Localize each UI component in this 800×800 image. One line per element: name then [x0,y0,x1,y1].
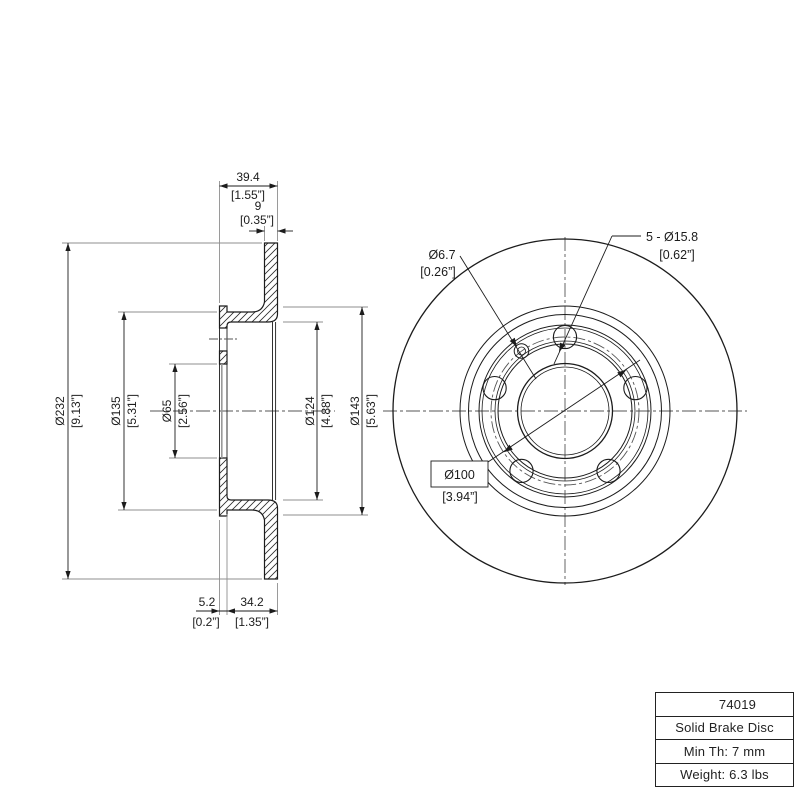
hat-outer-circle [459,305,671,517]
front-view-labels: Ø6.7 [0.26”] 5 - Ø15.8 [0.62”] Ø100 [3.9… [420,230,698,504]
dim-wall-and-depth: 5.2 [0.2”] 34.2 [1.35”] [192,514,278,629]
dim-hat-outer-diameter: Ø143 [5.63”] [283,306,378,516]
title-block: 74019 Solid Brake Disc Min Th: 7 mm Weig… [655,692,794,787]
dim-width-mm: 39.4 [236,170,260,184]
section-view: 39.4 [1.55”] 9 [0.35”] Ø232 [9.13”] [53,170,378,629]
bolt-holes-label-in: [0.62”] [659,248,694,262]
dim-depth-in: [1.35”] [235,615,269,629]
part-name: Solid Brake Disc [675,720,774,736]
dim-bore-mm: Ø65 [160,399,174,422]
dim-wall-in: [0.2”] [192,615,219,629]
bolt-circle-label-in: [3.94”] [442,490,477,504]
dim-flange-in: [5.31”] [125,394,139,428]
dim-hat-outer-in: [5.63”] [364,394,378,428]
bolt-holes-label-mm: 5 - Ø15.8 [646,230,698,244]
dim-thickness-mm: 9 [255,199,262,213]
dim-hat-inner-in: [4.88”] [319,394,333,428]
part-name-cell: Solid Brake Disc [656,715,793,740]
dim-bore-in: [2.56”] [176,394,190,428]
dim-thickness: 9 [0.35”] [240,199,293,241]
bolt-circle-label-box [430,460,489,488]
pin-hole-label-in: [0.26”] [420,265,455,279]
dim-width-in: [1.55”] [231,188,265,202]
dim-flange-diameter: Ø135 [5.31”] [109,311,217,511]
min-thickness-cell: Min Th: 7 mm [656,739,793,763]
dim-outer-in: [9.13”] [69,394,83,428]
front-view [383,237,747,585]
bolt-circle [490,336,640,486]
bolt-circle-label-mm: Ø100 [444,468,475,482]
bolt-hole [552,324,578,350]
weight-cell: Weight: 6.3 lbs [656,762,793,787]
section-wall-upper [218,350,228,365]
dim-width: 39.4 [1.55”] [219,170,278,303]
bolt-hole [482,375,507,401]
dim-hat-outer-mm: Ø143 [348,396,362,426]
bolt-hole [596,458,621,484]
dim-wall-mm: 5.2 [199,595,216,609]
dim-outer-mm: Ø232 [53,396,67,426]
flange-circle [468,314,662,508]
hub-band-outer-chamfer [481,327,649,495]
section-bottom-flange-ring [218,457,279,580]
dim-hat-inner-diameter: Ø124 [4.88”] [283,321,333,501]
part-number: 74019 [718,696,757,712]
dim-hat-inner-mm: Ø124 [303,396,317,426]
pin-hole-label-mm: Ø6.7 [428,248,455,262]
dim-flange-mm: Ø135 [109,396,123,426]
min-thickness: Min Th: 7 mm [683,743,766,759]
center-bore-chamfer [520,366,610,456]
outer-diameter-circle [392,238,738,584]
bolt-hole [623,375,648,401]
dim-outer-diameter: Ø232 [9.13”] [53,242,262,580]
dim-depth-mm: 34.2 [240,595,264,609]
pin-hole [513,343,530,359]
hub-band-inner-circle [497,343,633,479]
bolt-hole [509,458,534,484]
center-bore-circle [516,362,614,460]
section-top-flange-ring [218,242,279,329]
dim-bore-diameter: Ø65 [2.56”] [160,363,217,459]
part-number-cell: 74019 [656,693,793,716]
dim-thickness-in: [0.35”] [240,213,274,227]
weight: Weight: 6.3 lbs [680,767,769,783]
hub-band-inner-chamfer [494,340,636,482]
